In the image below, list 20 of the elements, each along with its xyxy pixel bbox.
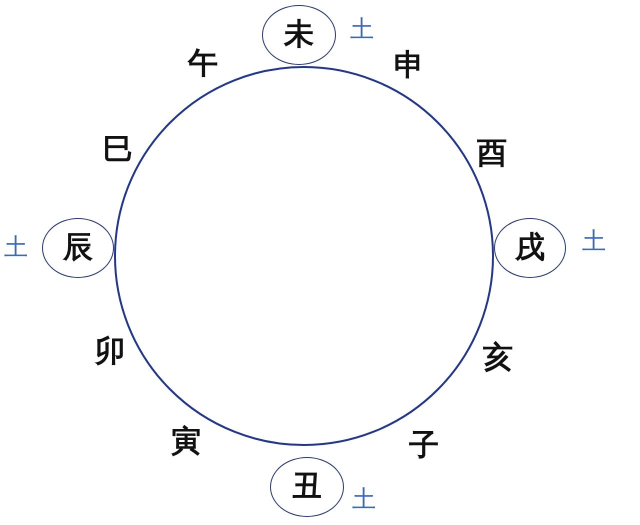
character-label: 亥 bbox=[483, 343, 513, 373]
annotation-label: 土 bbox=[350, 17, 374, 41]
ellipse-node bbox=[270, 457, 344, 517]
character-label: 申 bbox=[394, 51, 424, 81]
character-label: 巳 bbox=[103, 135, 133, 165]
annotation-label: 土 bbox=[352, 487, 376, 511]
character-label: 子 bbox=[409, 431, 439, 461]
character-label: 辰 bbox=[63, 233, 93, 263]
character-label: 未 bbox=[284, 20, 314, 50]
character-label: 戌 bbox=[515, 233, 545, 263]
character-label: 午 bbox=[188, 49, 218, 79]
character-label: 卯 bbox=[95, 337, 125, 367]
ellipse-node bbox=[42, 218, 114, 278]
character-label: 丑 bbox=[292, 472, 322, 502]
character-label: 寅 bbox=[171, 427, 201, 457]
ellipse-node bbox=[494, 218, 566, 278]
ellipse-node bbox=[262, 5, 336, 65]
annotation-label: 土 bbox=[4, 235, 28, 259]
character-label: 酉 bbox=[477, 139, 507, 169]
annotation-label: 土 bbox=[582, 229, 606, 253]
